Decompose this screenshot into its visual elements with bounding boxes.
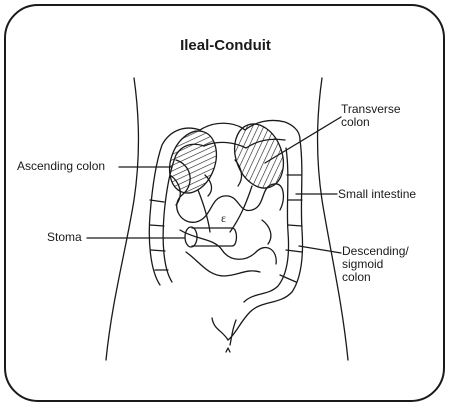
left-kidney (161, 124, 224, 199)
right-kidney (226, 117, 292, 195)
svg-text:ε: ε (221, 211, 226, 225)
navel-mark (226, 348, 230, 352)
label-ascending-colon: Ascending colon (17, 160, 105, 173)
right-ureter (230, 186, 252, 232)
label-descending-sigmoid-colon: Descending/ sigmoid colon (342, 245, 409, 284)
torso-left-outline (106, 78, 139, 360)
label-small-intestine: Small intestine (338, 188, 416, 201)
label-stoma: Stoma (47, 231, 82, 244)
label-transverse-colon: Transverse colon (341, 103, 401, 129)
leader-descending-colon (299, 246, 341, 253)
